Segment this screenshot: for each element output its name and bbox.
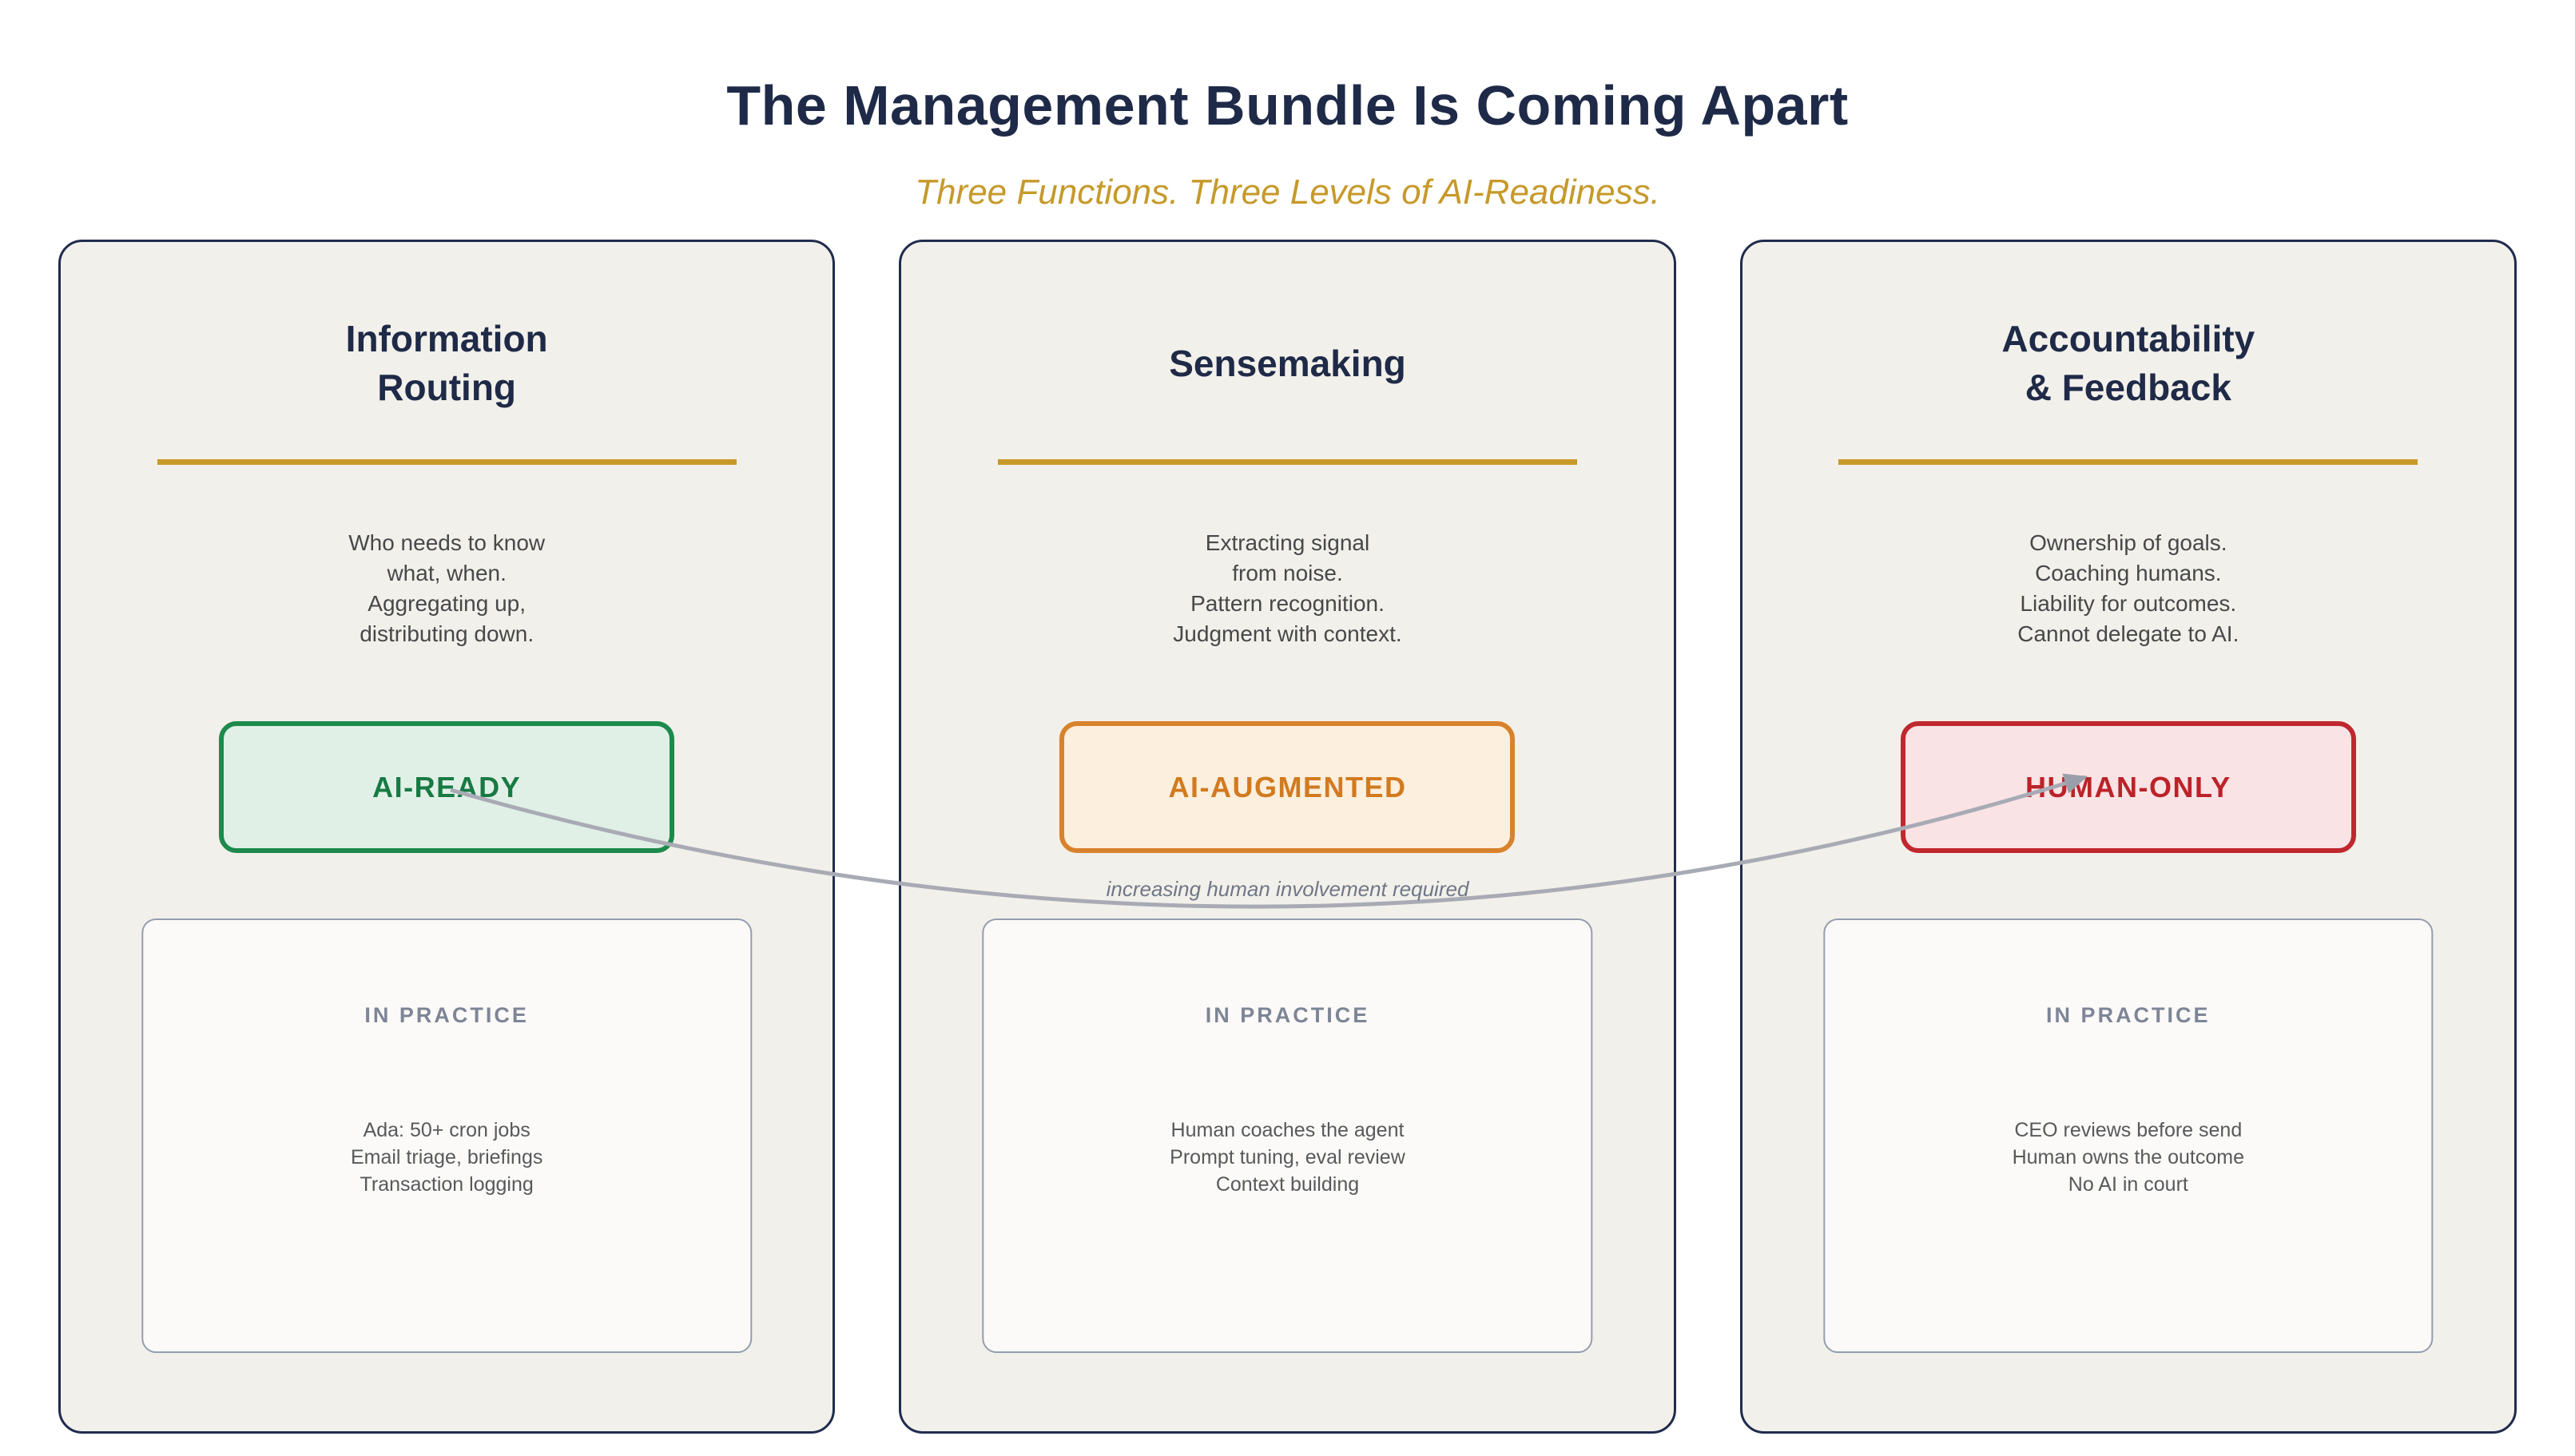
in-practice-label: IN PRACTICE: [1205, 1003, 1370, 1027]
badge-ai-augmented: AI-AUGMENTED: [1059, 721, 1516, 853]
cards-row: Information Routing Who needs to know wh…: [58, 240, 2517, 1434]
gold-divider: [1838, 459, 2418, 465]
card-description: Extracting signal from noise. Pattern re…: [1173, 530, 1402, 646]
in-practice-panel: IN PRACTICE Human coaches the agent Prom…: [982, 918, 1593, 1353]
in-practice-panel: IN PRACTICE CEO reviews before send Huma…: [1823, 918, 2434, 1353]
in-practice-label: IN PRACTICE: [364, 1003, 529, 1027]
card-description: Ownership of goals. Coaching humans. Lia…: [2017, 530, 2239, 646]
involvement-curve-label: increasing human involvement required: [1106, 877, 1469, 901]
in-practice-panel: IN PRACTICE Ada: 50+ cron jobs Email tri…: [141, 918, 752, 1353]
card-accountability-feedback: Accountability & Feedback Ownership of g…: [1739, 240, 2517, 1434]
page-subtitle: Three Functions. Three Levels of AI-Read…: [915, 173, 1660, 212]
card-information-routing: Information Routing Who needs to know wh…: [58, 240, 836, 1434]
in-practice-label: IN PRACTICE: [2046, 1003, 2211, 1027]
in-practice-items: CEO reviews before send Human owns the o…: [2012, 1119, 2245, 1196]
gold-divider: [998, 459, 1577, 465]
in-practice-items: Ada: 50+ cron jobs Email triage, briefin…: [350, 1119, 543, 1196]
in-practice-items: Human coaches the agent Prompt tuning, e…: [1170, 1119, 1405, 1196]
gold-divider: [157, 459, 737, 465]
card-title: Accountability & Feedback: [2001, 318, 2255, 408]
badge-human-only: HUMAN-ONLY: [1900, 721, 2356, 853]
page-title: The Management Bundle Is Coming Apart: [726, 74, 1849, 137]
card-sensemaking: Sensemaking Extracting signal from noise…: [899, 240, 1676, 1434]
badge-ai-ready: AI-READY: [219, 721, 675, 853]
card-title: Information Routing: [345, 318, 548, 408]
card-description: Who needs to know what, when. Aggregatin…: [348, 530, 546, 646]
card-title: Sensemaking: [1169, 342, 1406, 384]
